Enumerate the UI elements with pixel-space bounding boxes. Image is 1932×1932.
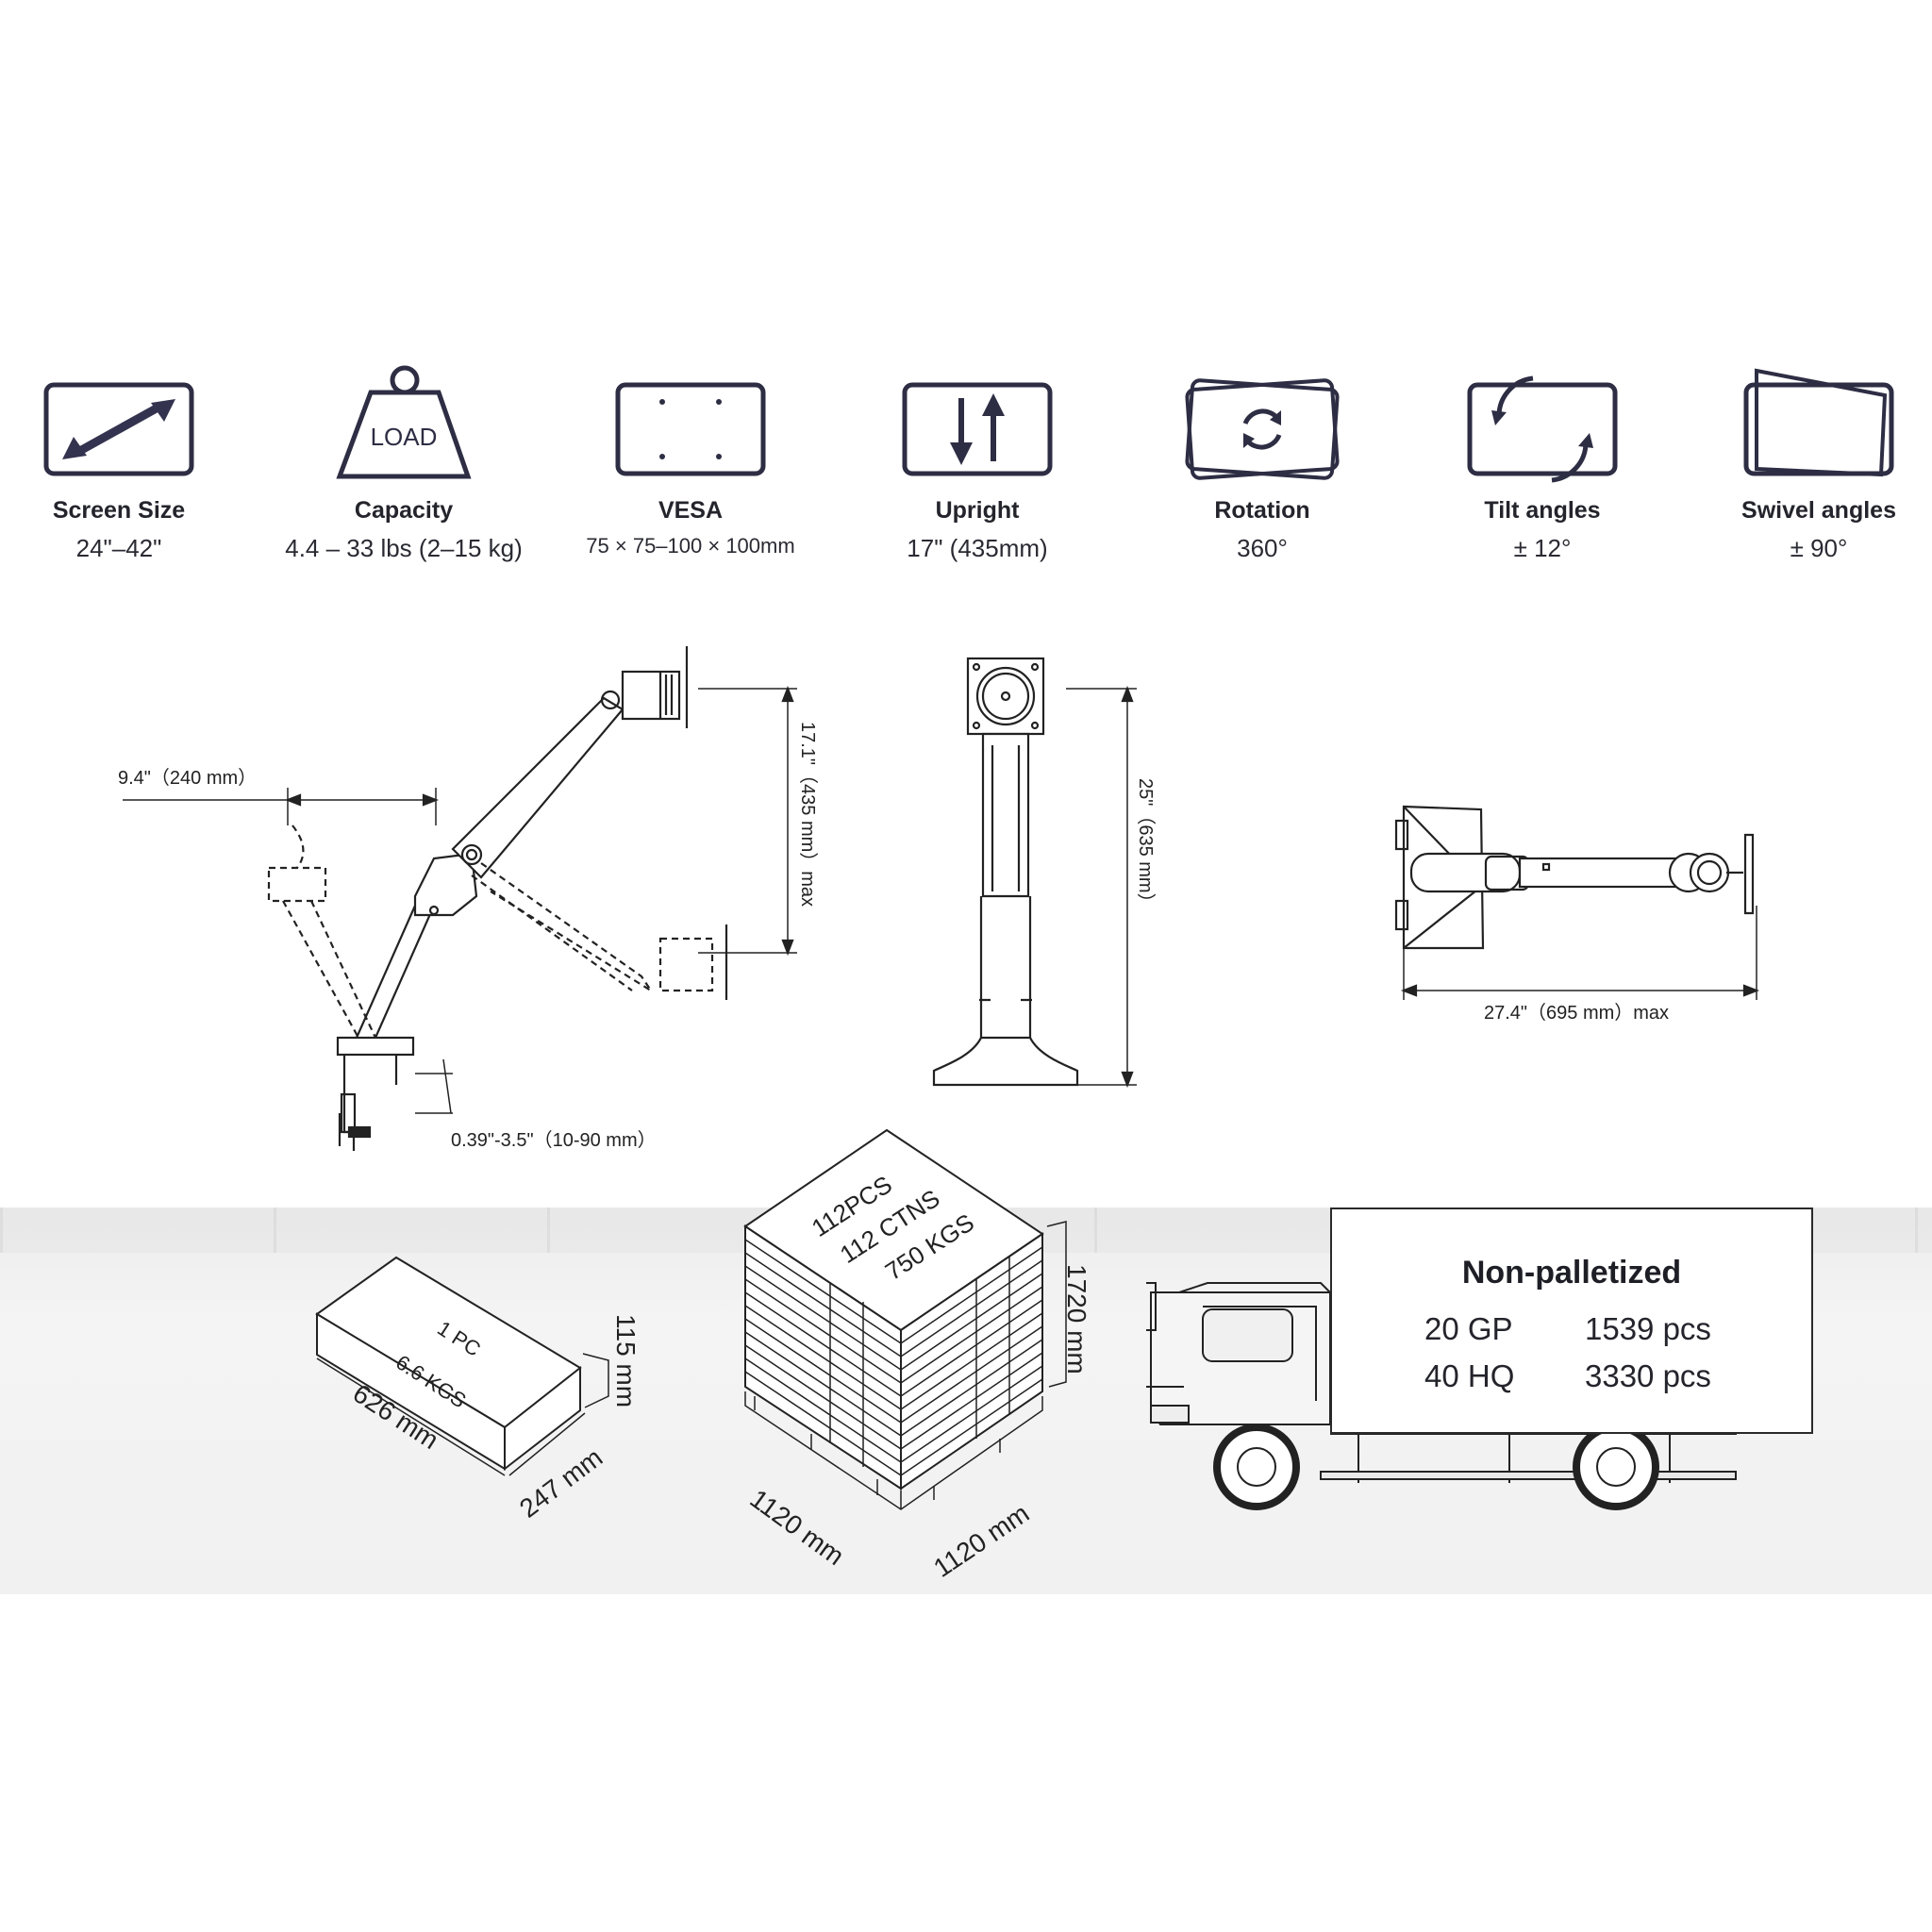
top-view-arm — [1394, 805, 1760, 1000]
carton-width: 247 mm — [514, 1442, 608, 1524]
container-qty: 1539 pcs — [1585, 1311, 1711, 1346]
rotation-icon — [1185, 378, 1340, 480]
load-text: LOAD — [371, 423, 438, 451]
side-view-arm — [123, 646, 797, 1151]
container-type: 40 HQ — [1424, 1358, 1515, 1393]
shipping-info-box: Non-palletized 20 GP 1539 pcs 40 HQ 3330 p… — [1330, 1208, 1813, 1434]
spec-capacity: LOAD Capacity 4.4 – 33 lbs (2–15 kg) — [262, 365, 545, 563]
spec-value: 4.4 – 33 lbs (2–15 kg) — [285, 534, 523, 562]
dim-side-reach: 9.4"（240 mm） — [118, 767, 257, 789]
spec-label: Rotation — [1214, 497, 1310, 524]
shipping-row: 20 GP 1539 pcs — [1424, 1311, 1711, 1347]
spec-value: ± 90° — [1790, 534, 1848, 562]
dim-top-extension: 27.4"（695 mm）max — [1484, 1002, 1669, 1024]
spec-tilt: Tilt angles ± 12° — [1401, 375, 1684, 563]
spec-value: 360° — [1237, 534, 1288, 562]
dim-side-height: 17.1"（435 mm）max — [797, 722, 819, 907]
load-weight-icon: LOAD — [328, 365, 479, 479]
carton-height: 115 mm — [611, 1314, 641, 1407]
pallet-stack — [743, 1128, 1067, 1510]
shipping-row: 40 HQ 3330 pcs — [1424, 1358, 1711, 1394]
front-view-pole — [932, 657, 1137, 1089]
up-down-arrows-icon — [902, 382, 1053, 476]
spec-vesa: VESA 75 × 75–100 × 100mm — [549, 382, 832, 558]
technical-drawings: 9.4"（240 mm） 17.1"（435 mm）max 0.39"-3.5"… — [118, 646, 1760, 1151]
spec-label: Swivel angles — [1741, 497, 1896, 524]
spec-value: 24"–42" — [75, 534, 162, 562]
carton-box — [315, 1256, 609, 1476]
container-qty: 3330 pcs — [1585, 1358, 1711, 1393]
dim-clamp-range: 0.39"-3.5"（10-90 mm） — [451, 1129, 657, 1151]
spec-upright: Upright 17" (435mm) — [836, 382, 1119, 563]
spec-swivel: Swivel angles ± 90° — [1677, 368, 1932, 563]
shipping-title: Non-palletized — [1461, 1255, 1682, 1291]
spec-value: 17" (435mm) — [907, 534, 1048, 562]
spec-label: Upright — [935, 497, 1020, 524]
spec-screen-size: Screen Size 24"–42" — [0, 382, 260, 563]
pallet-side-a: 1120 mm — [744, 1484, 849, 1571]
spec-label: Capacity — [354, 497, 454, 524]
spec-label: VESA — [658, 497, 724, 524]
spec-value: ± 12° — [1513, 534, 1572, 562]
diagonal-arrow-icon — [43, 382, 194, 476]
vesa-holes-icon — [615, 382, 766, 476]
spec-rotation: Rotation 360° — [1121, 378, 1404, 563]
container-type: 20 GP — [1424, 1311, 1513, 1346]
dim-pole-height: 25"（635 mm） — [1135, 778, 1157, 912]
pallet-height: 1720 mm — [1062, 1264, 1091, 1374]
spec-label: Screen Size — [52, 497, 186, 524]
tilt-icon — [1467, 375, 1618, 483]
spec-label: Tilt angles — [1484, 497, 1601, 524]
swivel-icon — [1743, 368, 1894, 477]
pallet-side-b: 1120 mm — [928, 1498, 1034, 1583]
spec-value: 75 × 75–100 × 100mm — [586, 534, 795, 558]
